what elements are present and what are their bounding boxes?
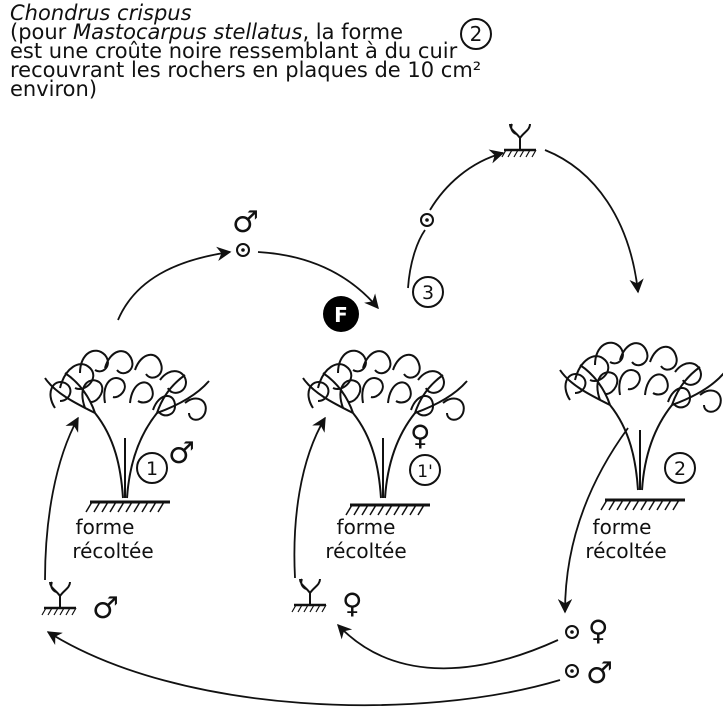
female-symbol-plant: ♀ [410, 419, 431, 452]
arrow-7 [48, 632, 560, 705]
svg-text:récoltée: récoltée [585, 539, 666, 563]
harvested-label-1-prime: forme récoltée [325, 515, 406, 563]
marker-f: F [323, 296, 359, 332]
svg-text:1': 1' [417, 462, 433, 482]
badge-2: 2 [665, 453, 695, 483]
male-symbol-plant: ♂ [168, 436, 195, 471]
plant-female [303, 351, 467, 515]
female-symbol-spore: ♀ [588, 614, 609, 647]
harvested-label-2: forme récoltée [585, 515, 666, 563]
badge-1-prime: 1' [410, 455, 440, 485]
svg-text:forme: forme [593, 515, 652, 539]
male-symbol-sprout: ♂ [92, 591, 119, 626]
sprout-top [502, 124, 536, 157]
svg-text:récoltée: récoltée [72, 539, 153, 563]
male-symbol-top: ♂ [232, 205, 259, 240]
male-symbol-spore: ♂ [586, 656, 613, 691]
spore-male [566, 665, 578, 677]
arrow-9 [294, 418, 325, 578]
plant-tetrasporophyte [560, 343, 723, 510]
arrow-1 [118, 252, 230, 320]
plant-male [45, 351, 209, 512]
arrow-3b [430, 153, 503, 210]
sprout-female [292, 579, 326, 612]
svg-text:2: 2 [674, 458, 686, 480]
spore-carpo [421, 214, 433, 226]
arrow-2 [258, 252, 378, 308]
spore-male-top [237, 244, 249, 256]
badge-1: 1 [137, 453, 167, 483]
svg-text:forme: forme [76, 515, 135, 539]
arrow-6 [338, 625, 558, 668]
female-symbol-sprout: ♀ [342, 587, 363, 620]
badge-3: 3 [413, 277, 443, 307]
svg-text:2: 2 [470, 22, 483, 46]
harvested-label-1: forme récoltée [72, 515, 153, 563]
svg-text:F: F [334, 303, 348, 327]
svg-text:1: 1 [146, 458, 158, 480]
sprout-male [42, 582, 76, 615]
svg-text:3: 3 [422, 282, 434, 304]
arrow-4 [545, 150, 638, 292]
svg-text:récoltée: récoltée [325, 539, 406, 563]
title-badge: 2 [461, 19, 491, 49]
spore-female [566, 626, 578, 638]
arrow-3a [408, 230, 425, 288]
svg-text:forme: forme [337, 515, 396, 539]
